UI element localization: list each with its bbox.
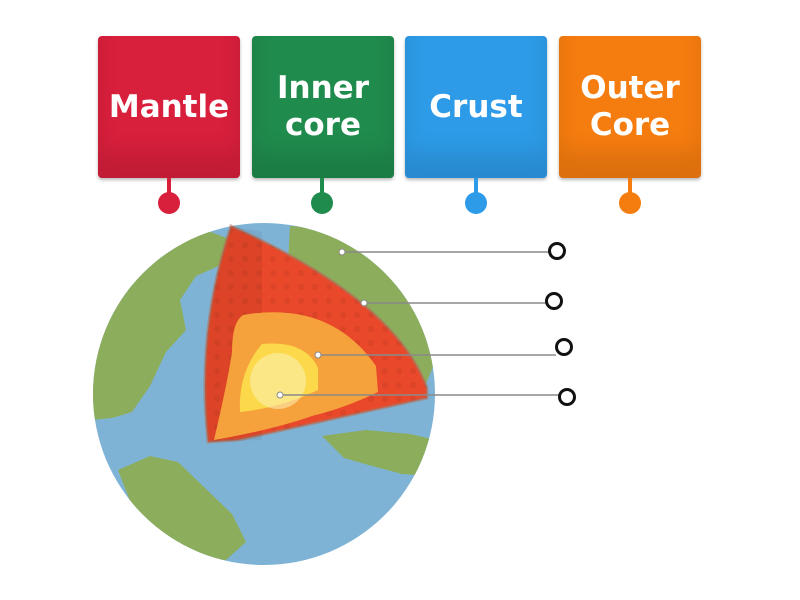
tile-pin-crust[interactable] (465, 192, 487, 214)
tile-stem-inner-core (320, 178, 324, 194)
drop-target-2[interactable] (545, 292, 563, 310)
anchor-dot-4 (276, 391, 284, 399)
label-tile-outer-core[interactable]: Outer Core (559, 36, 701, 178)
tile-stem-outer-core (628, 178, 632, 194)
label-tile-mantle[interactable]: Mantle (98, 36, 240, 178)
label-tile-inner-core[interactable]: Inner core (252, 36, 394, 178)
anchor-dot-1 (338, 248, 346, 256)
label-tile-crust[interactable]: Crust (405, 36, 547, 178)
drop-targets (545, 242, 576, 406)
drop-target-3[interactable] (555, 338, 573, 356)
leader-lines (276, 248, 560, 399)
anchor-dot-3 (314, 351, 322, 359)
anchor-dot-2 (360, 299, 368, 307)
tile-pin-inner-core[interactable] (311, 192, 333, 214)
tile-pin-outer-core[interactable] (619, 192, 641, 214)
continent-east (322, 430, 435, 476)
continent-south (118, 456, 246, 560)
drop-target-4[interactable] (558, 388, 576, 406)
drop-target-1[interactable] (548, 242, 566, 260)
tile-stem-crust (474, 178, 478, 194)
tile-pin-mantle[interactable] (158, 192, 180, 214)
tile-stem-mantle (167, 178, 171, 194)
inner-core-highlight (250, 353, 306, 409)
cutaway (203, 223, 429, 444)
